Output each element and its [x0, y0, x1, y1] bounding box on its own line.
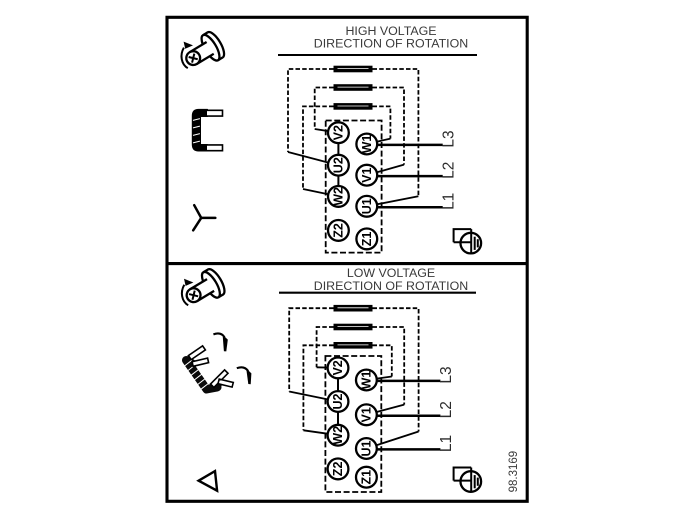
svg-text:L3: L3 [440, 130, 457, 147]
svg-text:Z1: Z1 [359, 470, 373, 485]
svg-text:V1: V1 [360, 168, 374, 183]
svg-text:L1: L1 [440, 193, 457, 210]
svg-text:Z2: Z2 [331, 223, 345, 238]
svg-text:U1: U1 [360, 198, 374, 214]
svg-text:W1: W1 [360, 135, 374, 154]
svg-text:U2: U2 [331, 393, 345, 409]
svg-text:Z2: Z2 [331, 462, 345, 477]
svg-text:L2: L2 [438, 401, 455, 418]
svg-text:V2: V2 [331, 125, 345, 140]
svg-text:HIGH VOLTAGE: HIGH VOLTAGE [345, 24, 436, 38]
svg-text:V2: V2 [331, 360, 345, 375]
svg-text:L1: L1 [438, 435, 455, 452]
svg-text:W2: W2 [331, 187, 345, 206]
svg-text:L3: L3 [438, 366, 455, 383]
svg-text:LOW VOLTAGE: LOW VOLTAGE [347, 266, 435, 280]
svg-text:L2: L2 [440, 162, 457, 179]
svg-text:U2: U2 [331, 157, 345, 173]
svg-text:DIRECTION OF ROTATION: DIRECTION OF ROTATION [314, 37, 468, 51]
svg-text:W1: W1 [359, 371, 373, 390]
svg-text:98.3169: 98.3169 [508, 451, 520, 493]
svg-text:W2: W2 [331, 426, 345, 445]
svg-text:Z1: Z1 [360, 232, 374, 247]
svg-text:V1: V1 [359, 407, 373, 422]
svg-text:U1: U1 [359, 440, 373, 456]
svg-text:DIRECTION OF ROTATION: DIRECTION OF ROTATION [314, 279, 468, 293]
